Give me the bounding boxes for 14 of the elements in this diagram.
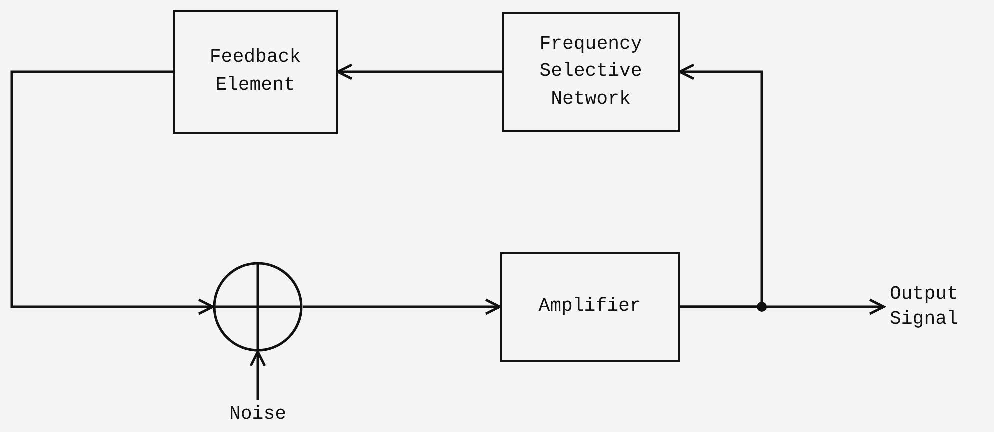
- summing-junction: [213, 262, 303, 352]
- box-label: Amplifier: [538, 294, 642, 320]
- arrow: [10, 70, 214, 316]
- arrow: [303, 298, 502, 316]
- box-label: Feedback Element: [208, 45, 302, 98]
- process-box: [500, 252, 680, 362]
- process-box: [502, 12, 680, 132]
- box-label: Frequency Selective Network: [538, 32, 644, 112]
- output-label: Output Signal: [890, 281, 990, 333]
- input-label: Noise: [213, 400, 303, 428]
- arrow: [678, 64, 764, 308]
- arrow: [336, 64, 502, 80]
- process-box: [173, 10, 338, 134]
- arrow: [250, 350, 266, 400]
